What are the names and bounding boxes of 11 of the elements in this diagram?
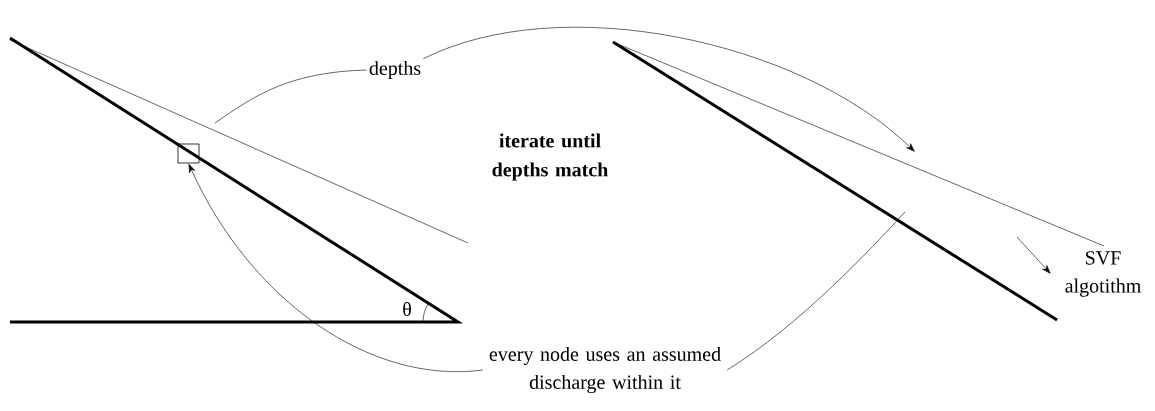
curve-label: depths: [369, 60, 421, 80]
connector-line: [726, 211, 906, 371]
element-box: [177, 143, 200, 164]
arrow: [423, 27, 915, 152]
arrow: [188, 163, 484, 372]
note-text: every node uses an assumed discharge within it: [489, 346, 721, 394]
connector-line: [214, 69, 367, 124]
arrow: [1016, 236, 1051, 274]
angle-label: θ: [403, 301, 411, 317]
algorithm-label: SVF algotithm: [1065, 251, 1142, 297]
caption-text: iterate until depths match: [492, 133, 609, 181]
